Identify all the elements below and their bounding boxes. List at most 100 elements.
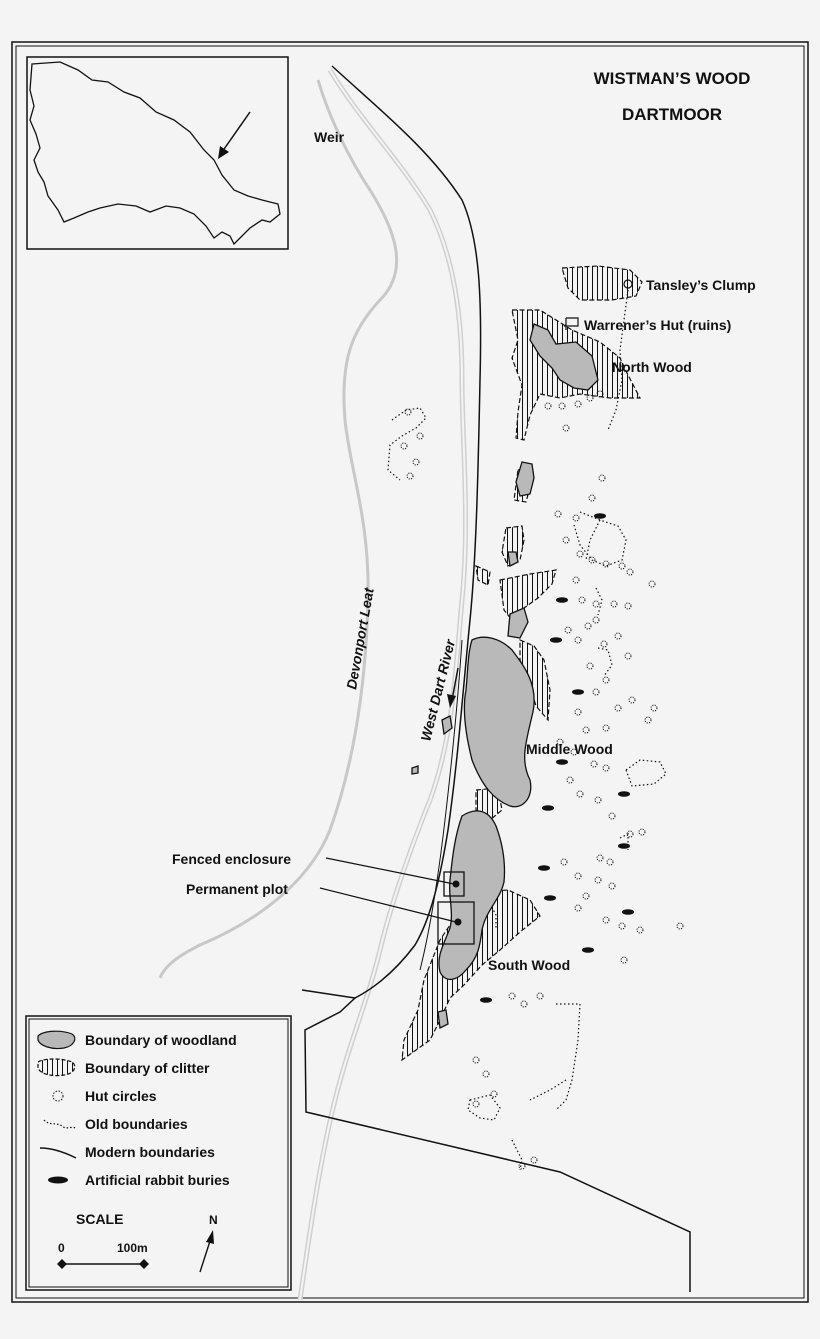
hut-circle <box>614 704 622 712</box>
hut-circle <box>602 676 610 684</box>
hut-circle <box>586 394 594 402</box>
north-arrow <box>199 1230 214 1273</box>
hut-circle <box>562 536 570 544</box>
dartmoor-outline <box>29 61 281 246</box>
label-south-wood: South Wood <box>488 957 570 973</box>
fenced-enclosure-leader <box>325 857 455 885</box>
hut-circle <box>556 738 564 746</box>
hut-circle <box>626 568 634 576</box>
north-wood-patch <box>529 323 599 391</box>
rabbit-bury <box>480 997 492 1003</box>
hut-circle <box>558 402 566 410</box>
map-frame <box>11 41 809 1303</box>
hut-circle <box>536 992 544 1000</box>
hut-circle <box>590 760 598 768</box>
hut-circles <box>400 390 684 1170</box>
hut-circle <box>592 600 600 608</box>
hut-circle <box>576 550 584 558</box>
hut-circle <box>606 858 614 866</box>
hut-circle <box>574 636 582 644</box>
legend-rabbit-bury-symbol <box>48 1176 68 1184</box>
legend-label-woodland: Boundary of woodland <box>85 1032 237 1048</box>
rabbit-bury <box>542 805 554 811</box>
modern-boundaries <box>301 65 691 1292</box>
hut-circle <box>676 922 684 930</box>
hut-circle <box>554 510 562 518</box>
hut-circle <box>586 662 594 670</box>
hut-circle <box>624 652 632 660</box>
devonport-leat <box>158 79 399 979</box>
permanent-plot <box>437 901 475 945</box>
hut-circle <box>636 926 644 934</box>
north-label: N <box>209 1213 218 1227</box>
hut-circle <box>570 748 578 756</box>
legend-label-hut-circles: Hut circles <box>85 1088 157 1104</box>
tansleys-clump-marker <box>623 279 633 289</box>
hut-circle <box>582 892 590 900</box>
middle-wood-patch <box>463 636 535 808</box>
hut-circle <box>584 622 592 630</box>
hut-circle <box>588 556 596 564</box>
label-warreners-hut: Warrener’s Hut (ruins) <box>584 317 731 333</box>
hut-circle <box>490 1090 498 1098</box>
woodland-areas <box>411 323 599 1029</box>
rabbit-bury <box>582 947 594 953</box>
hut-circle <box>544 402 552 410</box>
hut-circle <box>596 390 604 398</box>
rabbit-bury <box>618 791 630 797</box>
hut-circle <box>610 600 618 608</box>
hut-circle <box>588 494 596 502</box>
hut-circle <box>626 830 634 838</box>
permanent-plot-leader <box>319 887 457 923</box>
hut-circle <box>608 882 616 890</box>
hut-circle <box>412 458 420 466</box>
rabbit-bury <box>556 759 568 765</box>
fenced-enclosure <box>443 871 465 897</box>
rabbit-bury <box>544 895 556 901</box>
hut-circle <box>578 596 586 604</box>
hut-circle <box>530 1156 538 1164</box>
legend-modern-boundary-symbol <box>39 1147 77 1159</box>
hut-circle <box>614 632 622 640</box>
hut-circle <box>572 576 580 584</box>
hut-circle <box>564 626 572 634</box>
hut-circle <box>482 1070 490 1078</box>
hut-circle <box>602 916 610 924</box>
hut-circle <box>406 472 414 480</box>
hut-circle <box>594 796 602 804</box>
label-permanent-plot: Permanent plot <box>186 881 288 897</box>
hut-circle <box>508 992 516 1000</box>
hut-circle <box>638 828 646 836</box>
small-wood-1 <box>515 461 535 497</box>
hut-circle <box>574 708 582 716</box>
hut-circle <box>618 562 626 570</box>
label-tansleys-clump: Tansley’s Clump <box>646 277 756 293</box>
label-middle-wood: Middle Wood <box>526 741 613 757</box>
hut-circle <box>596 854 604 862</box>
south-islet <box>437 1009 449 1029</box>
locator-arrow <box>218 111 251 159</box>
label-weir: Weir <box>314 129 345 145</box>
hut-circle <box>620 956 628 964</box>
label-devonport-leat: Devonport Leat <box>343 585 377 690</box>
hut-circle <box>472 1100 480 1108</box>
rabbit-buries <box>480 513 634 1003</box>
hut-circle <box>574 400 582 408</box>
map-title-line2: DARTMOOR <box>622 105 722 124</box>
hut-circle <box>608 812 616 820</box>
legend-label-modern-boundaries: Modern boundaries <box>85 1144 215 1160</box>
hut-circle <box>560 858 568 866</box>
hut-circle <box>648 580 656 588</box>
hut-circle <box>598 474 606 482</box>
hut-circle <box>624 602 632 610</box>
scale-start-label: 0 <box>58 1241 65 1255</box>
river-bank-line <box>419 639 463 971</box>
hut-circle <box>602 764 610 772</box>
south-wood-patch <box>438 810 506 980</box>
river-flow-arrow <box>447 667 459 708</box>
hut-circle <box>582 726 590 734</box>
hut-circle <box>602 724 610 732</box>
rabbit-bury <box>594 513 606 519</box>
hut-circle <box>400 442 408 450</box>
